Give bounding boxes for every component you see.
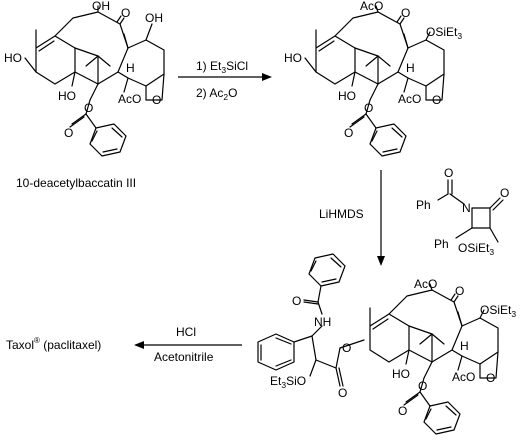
reagent-et3sicl: 1) Et3SiCl bbox=[196, 59, 248, 75]
atom-o-carbonyl: O bbox=[344, 126, 353, 140]
atom-ho-c13: HO bbox=[284, 51, 302, 65]
atom-o-link: O bbox=[342, 341, 351, 355]
atom-oh-c7: OH bbox=[145, 11, 163, 25]
atom-o-acyl: O bbox=[444, 166, 453, 180]
atom-osiet3-c7: OSiEt3 bbox=[426, 25, 462, 41]
structure-7-tes-baccatin: AcO O OSiEt3 HO H HO AcO O O O bbox=[284, 0, 462, 157]
atom-nh: NH bbox=[314, 315, 331, 329]
atom-h: H bbox=[406, 61, 415, 75]
atom-ho-c1: HO bbox=[392, 367, 410, 381]
compound-name-10-dab: 10-deacetylbaccatin III bbox=[16, 176, 136, 190]
atom-aco: AcO bbox=[452, 370, 475, 384]
atom-o-ester-carbonyl: O bbox=[338, 386, 347, 400]
atom-osiet3-c3: OSiEt3 bbox=[458, 241, 494, 257]
structure-beta-lactam: Ph O N O Ph OSiEt3 bbox=[416, 166, 509, 257]
atom-o-oxetane: O bbox=[486, 371, 495, 385]
atom-oh-c10: OH bbox=[92, 0, 110, 13]
atom-h: H bbox=[126, 61, 135, 75]
atom-ho-c1: HO bbox=[58, 89, 76, 103]
reagent-hcl: HCl bbox=[176, 325, 196, 339]
atom-aco-c10: AcO bbox=[414, 277, 437, 291]
atom-o-oxetane: O bbox=[432, 93, 441, 107]
structure-coupled-taxane: AcO O OSiEt3 H HO AcO O O O O NH O O Et3… bbox=[257, 253, 516, 435]
reagent-ac2o: 2) Ac2O bbox=[196, 86, 237, 102]
atom-ph-acyl: Ph bbox=[416, 198, 431, 212]
reaction-arrow-1: 1) Et3SiCl 2) Ac2O bbox=[178, 59, 272, 102]
reaction-arrow-3: HCl Acetonitrile bbox=[134, 325, 242, 364]
reagent-acetonitrile: Acetonitrile bbox=[154, 350, 214, 364]
atom-h: H bbox=[460, 339, 469, 353]
atom-o-oxetane: O bbox=[152, 93, 161, 107]
atom-o-ketone: O bbox=[455, 284, 464, 298]
atom-o-ester: O bbox=[84, 101, 93, 115]
atom-o-amide: O bbox=[292, 294, 301, 308]
atom-n-lactam: N bbox=[462, 201, 471, 215]
atom-o-carbonyl: O bbox=[64, 126, 73, 140]
atom-o-ester: O bbox=[364, 101, 373, 115]
atom-aco: AcO bbox=[118, 92, 141, 106]
product-name-taxol: Taxol® (paclitaxel) bbox=[6, 336, 101, 352]
atom-ho-c13: HO bbox=[4, 51, 22, 65]
reagent-lihmds: LiHMDS bbox=[319, 207, 364, 221]
atom-o-ketone: O bbox=[401, 6, 410, 20]
atom-et3sio: Et3SiO bbox=[270, 374, 306, 390]
atom-o-bz: O bbox=[418, 379, 427, 393]
atom-o-ketone: O bbox=[121, 6, 130, 20]
atom-o-bz-carbonyl: O bbox=[398, 404, 407, 418]
atom-ho-c1: HO bbox=[338, 89, 356, 103]
atom-o-lactam: O bbox=[500, 186, 509, 200]
structure-10-deacetylbaccatin: OH O OH HO H HO AcO O O O 10-deacetylbac… bbox=[4, 0, 165, 190]
atom-aco-c10: AcO bbox=[360, 0, 383, 13]
atom-osiet3-c7: OSiEt3 bbox=[480, 303, 516, 319]
atom-aco: AcO bbox=[398, 92, 421, 106]
atom-ph-c4: Ph bbox=[434, 237, 449, 251]
reaction-arrow-2: LiHMDS bbox=[319, 170, 385, 266]
